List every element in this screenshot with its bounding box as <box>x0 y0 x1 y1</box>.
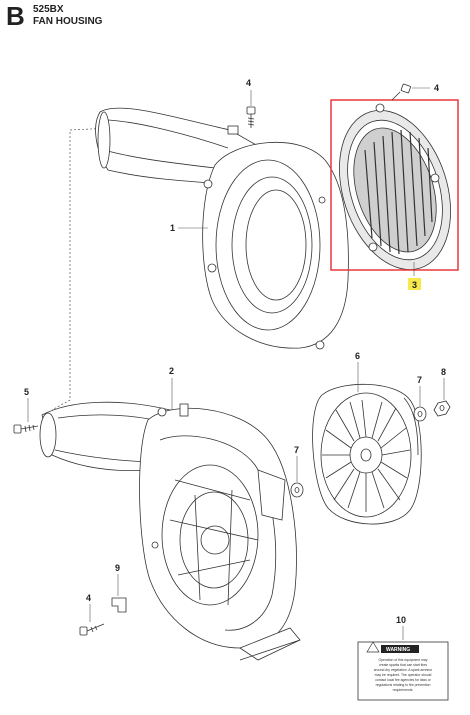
callout-screw-left: 5 <box>24 387 29 397</box>
callout-washer-right: 7 <box>417 375 422 385</box>
callout-screw-bottom-left: 4 <box>86 593 91 603</box>
callout-warning-label: 10 <box>396 615 406 625</box>
warning-label[interactable]: WARNING Operation of this equipment may … <box>357 641 449 701</box>
leader-lines <box>27 87 445 640</box>
screw-left[interactable] <box>13 424 39 434</box>
washer-right[interactable] <box>413 406 427 422</box>
screw-top-right[interactable] <box>391 83 411 101</box>
callout-fan-housing-lower: 2 <box>169 366 174 376</box>
warning-line-1: Operation of this equipment may <box>378 658 427 662</box>
section-letter: B <box>6 1 25 31</box>
callout-guard-grille: 3 <box>412 280 417 290</box>
guard-grille[interactable] <box>320 96 470 284</box>
callout-washer-center: 7 <box>294 445 299 455</box>
clip[interactable] <box>111 597 127 613</box>
model-number: 525BX <box>33 4 64 15</box>
dashed-leader-line <box>51 127 113 411</box>
screw-top[interactable] <box>246 106 256 128</box>
warning-title: WARNING <box>386 647 410 653</box>
warning-line-5: contact local fire agencies for laws or <box>375 678 431 682</box>
callout-fan-housing-upper: 1 <box>170 223 175 233</box>
warning-line-4: may be required. The operator should <box>375 673 432 677</box>
diagram-title: FAN HOUSING <box>33 16 103 27</box>
warning-triangle-icon <box>366 641 380 653</box>
screw-bottom-left[interactable] <box>79 623 105 636</box>
warning-line-7: requirements. <box>393 688 414 692</box>
fan-wheel[interactable] <box>312 383 422 525</box>
fan-housing-upper[interactable] <box>95 107 349 350</box>
callout-screw-top: 4 <box>246 78 251 88</box>
callout-screw-top-right: 4 <box>434 83 439 93</box>
warning-line-6: regulations relating to fire prevention <box>376 683 431 687</box>
callout-fan-wheel: 6 <box>355 351 360 361</box>
callout-nut: 8 <box>441 367 446 377</box>
nut[interactable] <box>433 400 451 417</box>
callout-highlight-box <box>408 278 421 290</box>
fan-housing-lower[interactable] <box>39 401 301 661</box>
washer-center[interactable] <box>290 482 304 498</box>
highlight-frame <box>330 99 459 271</box>
warning-line-3: around dry vegetation. A spark arrestor <box>374 668 433 672</box>
callout-clip: 9 <box>115 563 120 573</box>
warning-line-2: create sparks that can start fires <box>379 663 428 667</box>
